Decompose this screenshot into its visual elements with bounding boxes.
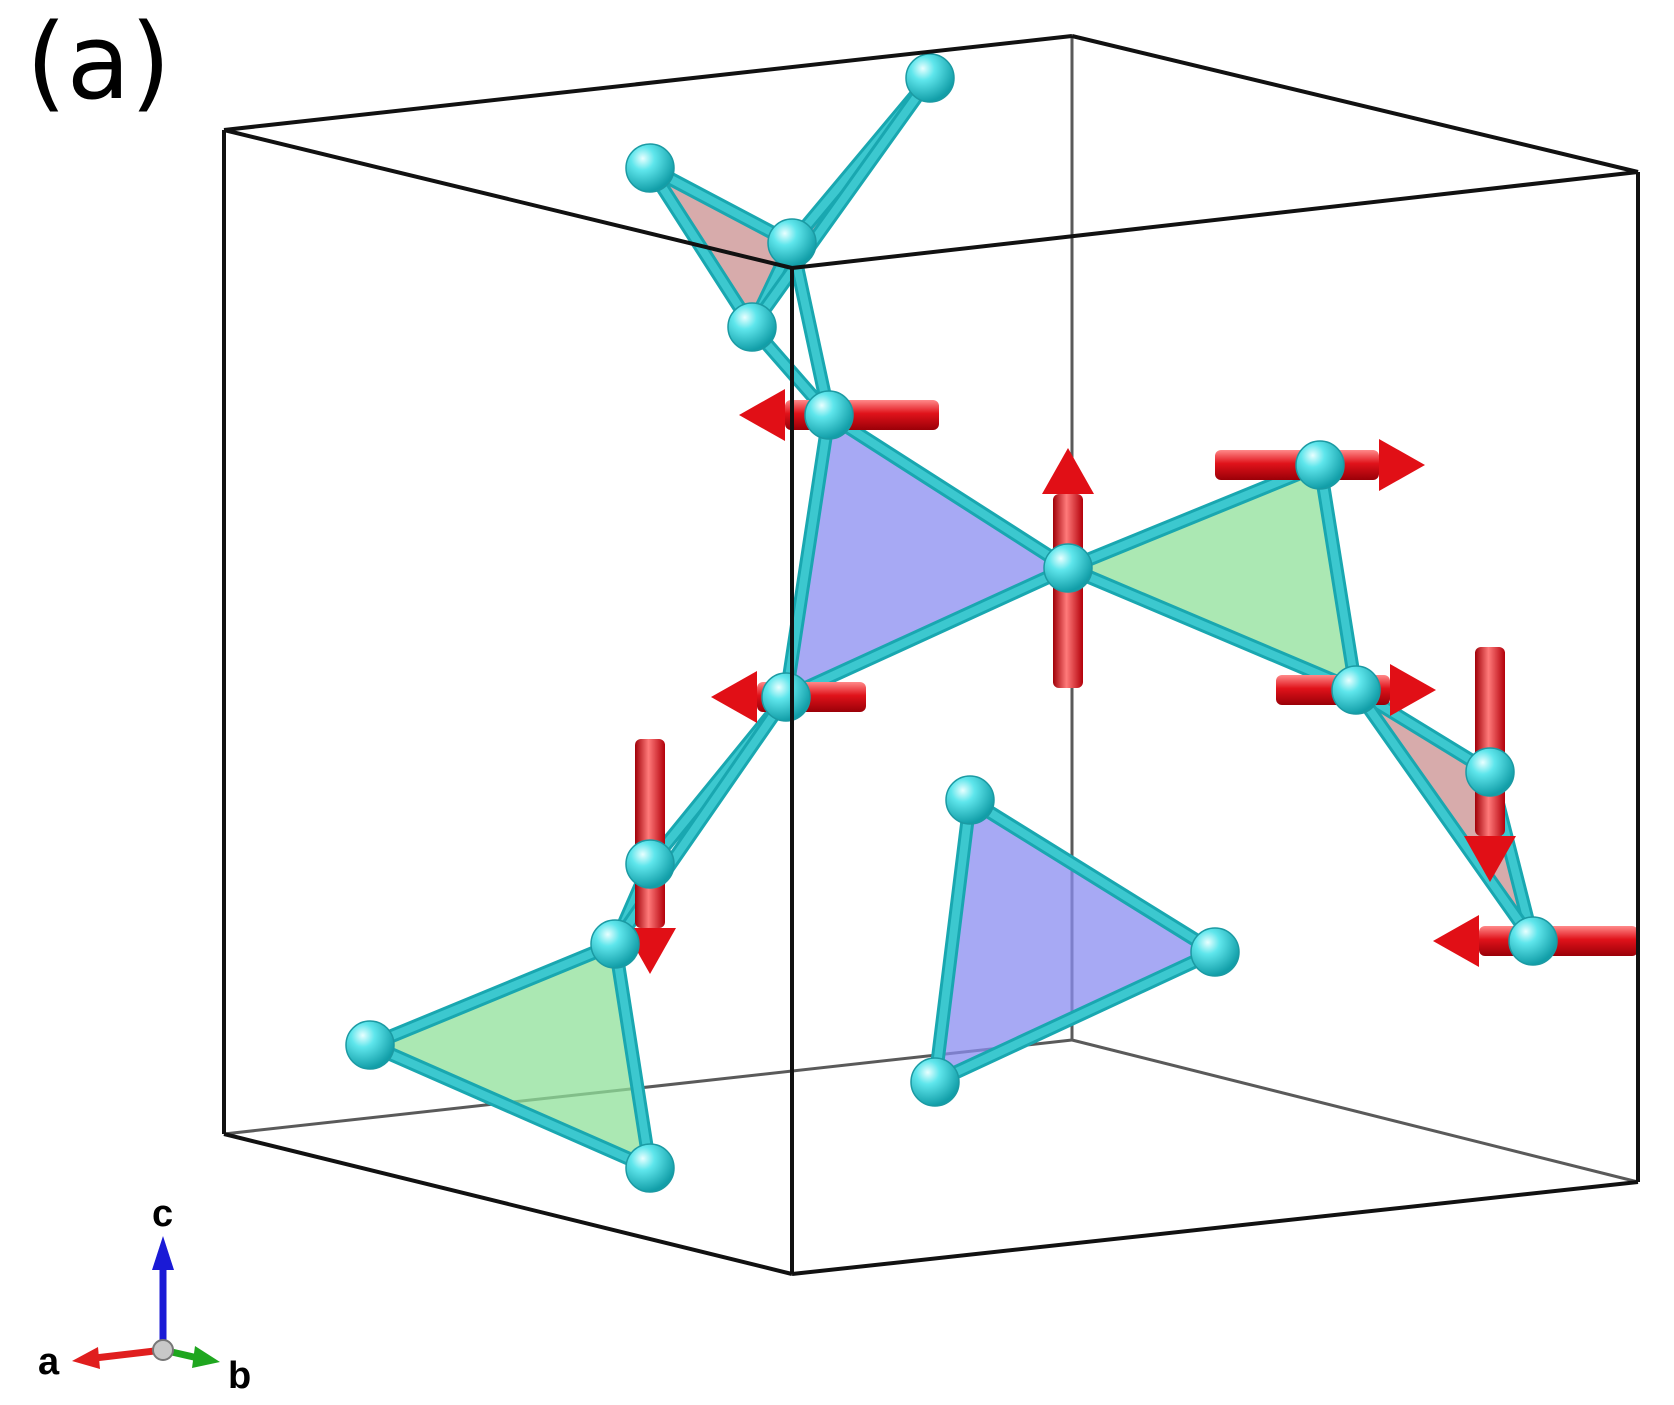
atom-12 [1508,916,1558,966]
triangle-5 [935,800,1215,1082]
triangle-4 [370,944,650,1168]
bond-6 [788,239,833,419]
triangle-3 [1068,465,1356,690]
spin-arrow-head-6 [1464,836,1516,882]
atom-0 [905,53,955,103]
bond-4 [748,74,934,331]
atom-4 [804,390,854,440]
spin-arrow-head-5 [1390,664,1436,716]
bond-8 [782,564,1072,701]
atom-16 [1190,927,1240,977]
atom-7 [1331,665,1381,715]
bond-19 [966,796,1219,956]
atom-5 [1043,543,1093,593]
triangle-2 [786,415,1068,697]
atom-14 [625,1143,675,1193]
atom-6 [1295,440,1345,490]
atom-2 [767,218,817,268]
spin-arrow-shaft-6 [1475,647,1505,836]
spin-arrow-head-7 [1433,915,1479,967]
spin-arrow-head-3 [711,671,757,723]
bond-18 [611,940,654,1172]
spin-arrow-head-0 [739,389,785,441]
bond-12 [1064,564,1360,694]
axis-a-arrowhead [72,1347,100,1369]
axis-a-shaft [94,1346,164,1362]
bond-21 [931,796,974,1086]
atom-9 [625,839,675,889]
triangle-0 [650,168,792,327]
axis-b-arrowhead [192,1346,220,1368]
spin-arrow-head-1 [1042,448,1094,494]
axis-label-b: b [228,1355,251,1397]
axis-c-arrowhead [152,1236,174,1270]
bond-10 [1064,461,1324,572]
axis-triad: c a b [38,1193,251,1397]
panel-label: (a) [26,1,171,123]
bond-7 [825,411,1072,572]
atom-10 [590,919,640,969]
atom-1 [625,143,675,193]
atom-8 [761,672,811,722]
bond-20 [931,948,1219,1086]
atom-3 [727,302,777,352]
axis-label-a: a [38,1341,60,1383]
atom-15 [945,775,995,825]
spin-arrow-shaft-7 [1479,926,1638,956]
spin-arrow-shaft-4 [635,739,665,928]
axis-label-c: c [152,1193,173,1235]
axis-origin [152,1339,174,1361]
unit-cell-front-edges [222,34,1640,1276]
atom-13 [345,1020,395,1070]
bond-24 [1352,686,1537,945]
bond-16 [366,940,619,1049]
bond-17 [366,1041,654,1172]
atom-11 [1465,747,1515,797]
atom-group [345,53,1558,1193]
bond-11 [1316,461,1360,694]
atom-17 [910,1057,960,1107]
spin-arrow-head-2 [1379,439,1425,491]
bond-0 [646,164,796,247]
